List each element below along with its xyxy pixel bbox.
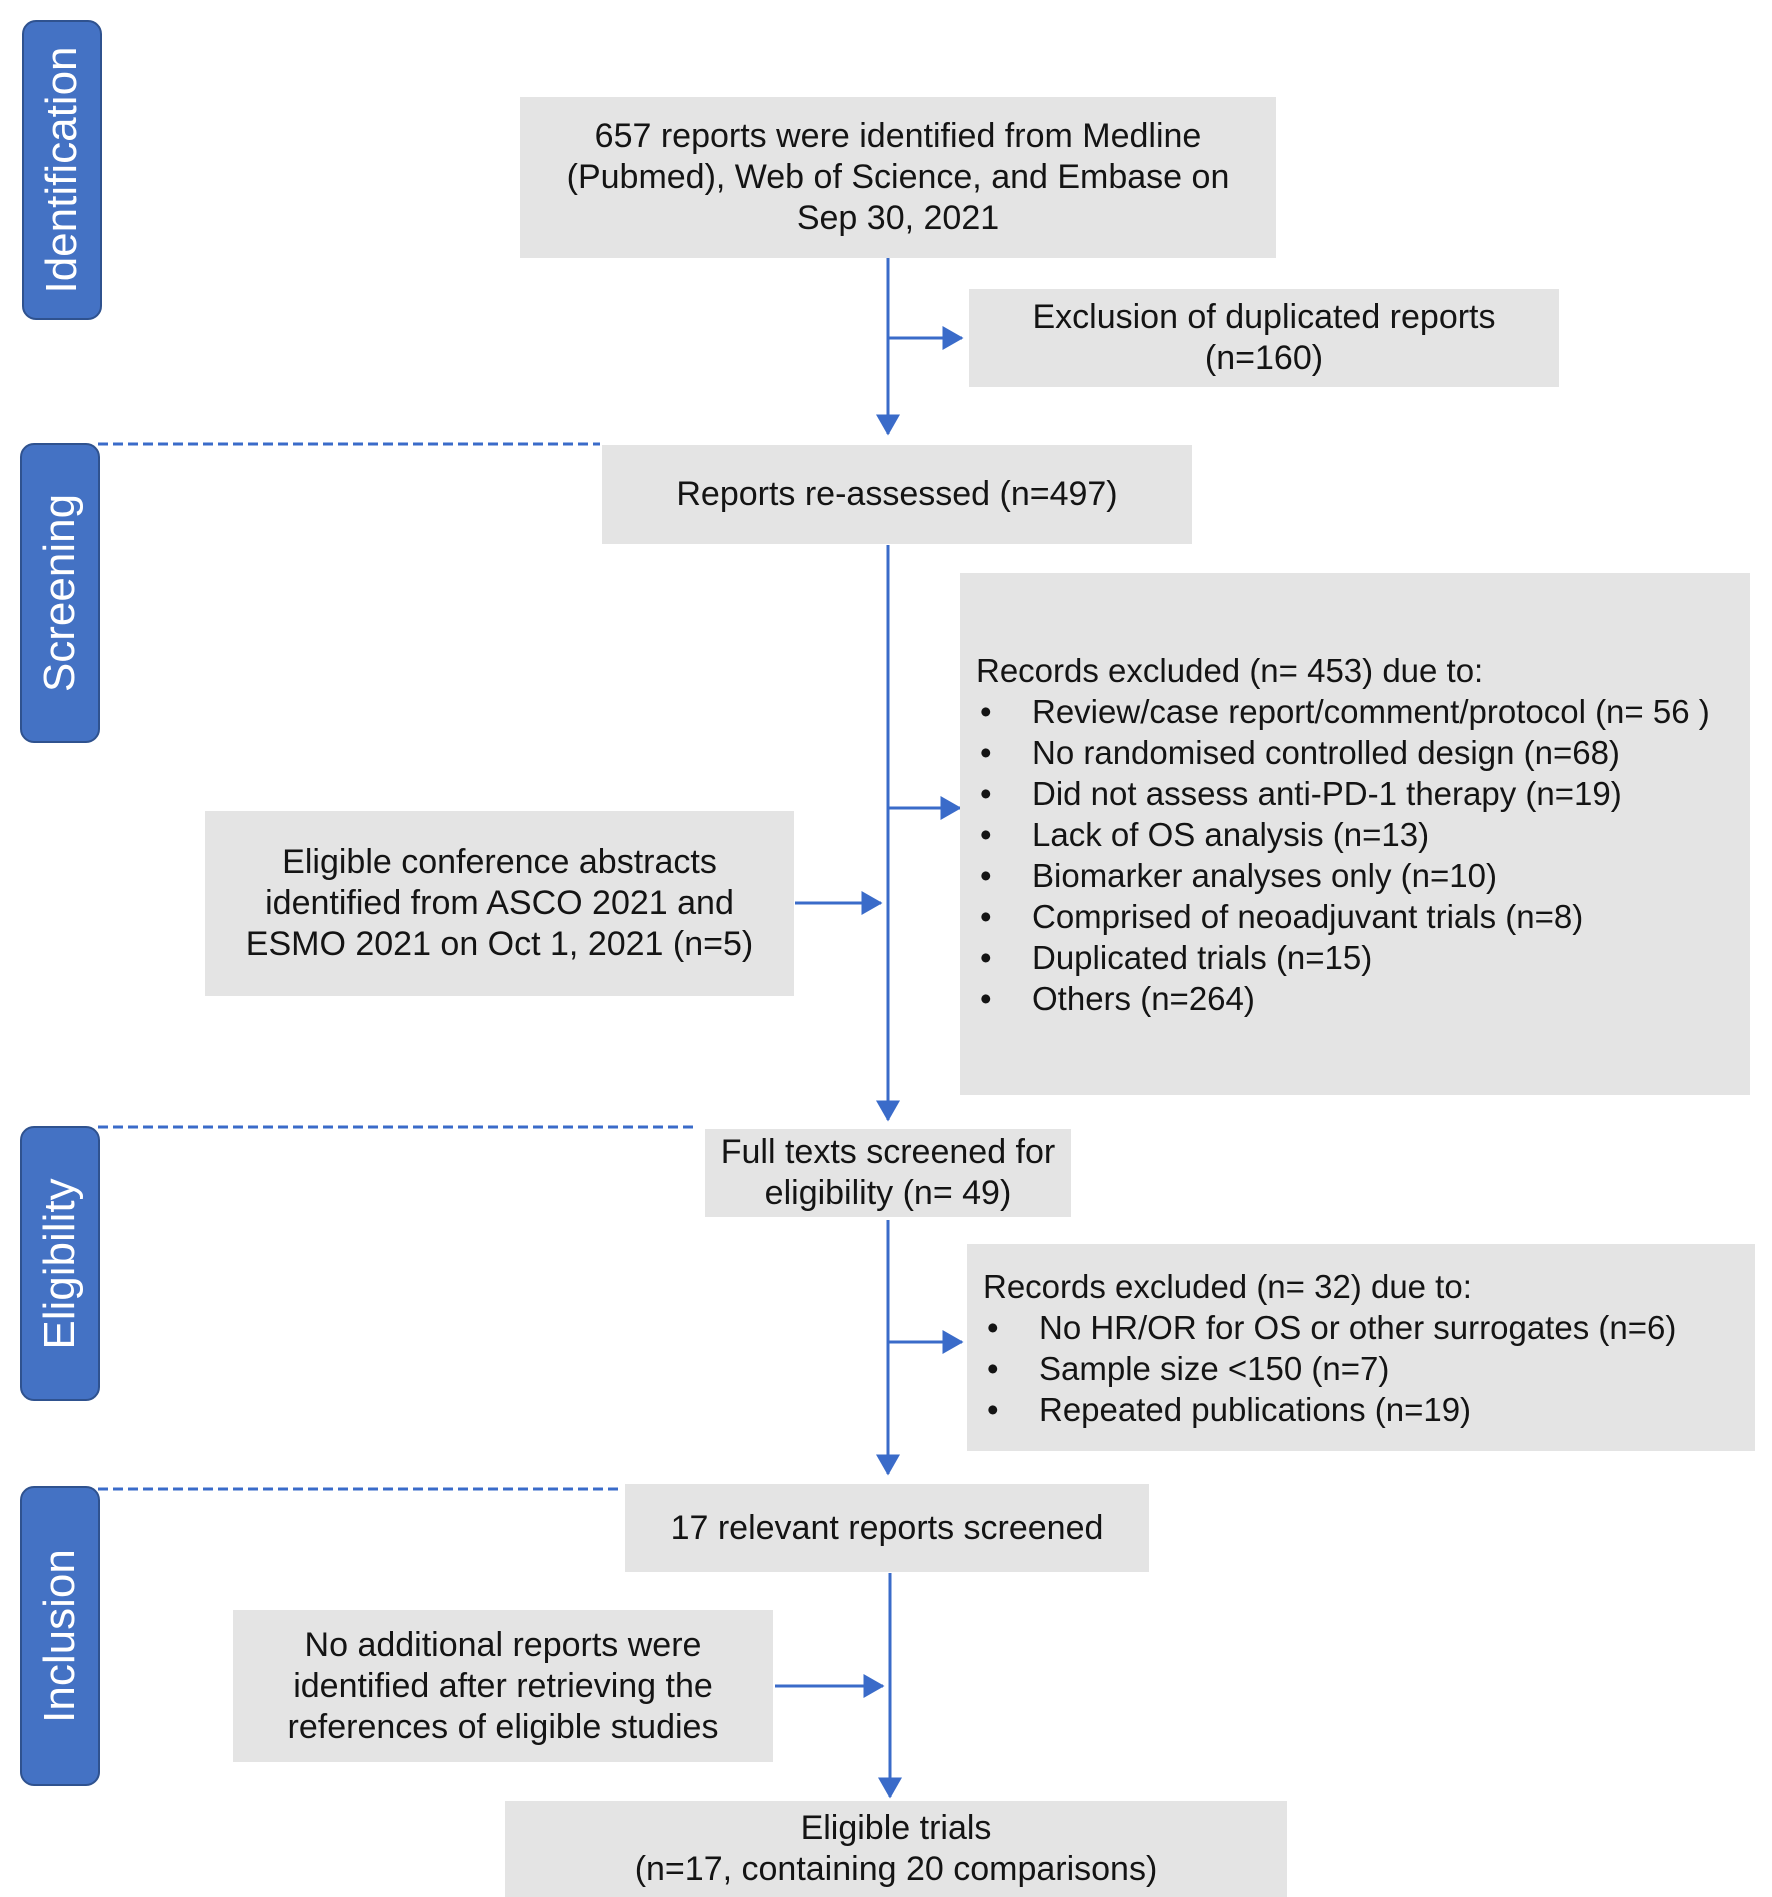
reassessed-line-1: Reports re-assessed (n=497) — [676, 475, 1118, 513]
bullet-icon: • — [980, 733, 992, 771]
list-item-text: Comprised of neoadjuvant trials (n=8) — [1032, 897, 1584, 935]
list-item: • No HR/OR for OS or other surrogates (n=… — [983, 1307, 1676, 1348]
phase-screening-label: Screening — [35, 493, 84, 693]
phase-screening: Screening — [20, 443, 100, 743]
relevant-line-1: 17 relevant reports screened — [670, 1508, 1104, 1547]
full-texts-line-1: Full texts screened for — [720, 1133, 1056, 1171]
identified-line-3: Sep 30, 2021 — [796, 199, 1000, 237]
list-item: • Others (n=264) — [976, 978, 1710, 1019]
phase-inclusion: Inclusion — [20, 1486, 100, 1786]
duplicates-line-2: (n=160) — [1204, 339, 1324, 377]
bullet-icon: • — [987, 1390, 999, 1428]
box-relevant-reports: 17 relevant reports screened — [625, 1484, 1149, 1572]
list-item-text: Did not assess anti-PD-1 therapy (n=19) — [1032, 774, 1622, 812]
bullet-icon: • — [980, 897, 992, 935]
box-full-texts: Full texts screened for eligibility (n= … — [705, 1129, 1071, 1217]
bullet-icon: • — [987, 1308, 999, 1346]
bullet-icon: • — [980, 938, 992, 976]
box-eligibility-exclusions: Records excluded (n= 32) due to: • No HR/… — [967, 1244, 1755, 1451]
list-item: • Biomarker analyses only (n=10) — [976, 855, 1710, 896]
no-additional-line-1: No additional reports were — [304, 1625, 702, 1664]
bullet-icon: • — [980, 856, 992, 894]
list-item-text: Others (n=264) — [1032, 979, 1255, 1017]
list-item-text: Sample size <150 (n=7) — [1039, 1349, 1390, 1387]
conference-line-3: ESMO 2021 on Oct 1, 2021 (n=5) — [245, 925, 754, 963]
box-eligible-trials: Eligible trials (n=17, containing 20 com… — [505, 1801, 1287, 1897]
bullet-icon: • — [980, 815, 992, 853]
list-item-text: Lack of OS analysis (n=13) — [1032, 815, 1430, 853]
bullet-icon: • — [980, 692, 992, 730]
phase-inclusion-label: Inclusion — [35, 1549, 84, 1723]
list-item: • Duplicated trials (n=15) — [976, 937, 1710, 978]
bullet-icon: • — [980, 774, 992, 812]
phase-eligibility: Eligibility — [20, 1126, 100, 1401]
bullet-icon: • — [987, 1349, 999, 1387]
no-additional-line-2: identified after retrieving the — [293, 1666, 713, 1705]
phase-identification: Identification — [22, 20, 102, 320]
duplicates-line-1: Exclusion of duplicated reports — [1032, 298, 1496, 336]
bullet-icon: • — [980, 979, 992, 1017]
list-item-text: No HR/OR for OS or other surrogates (n=6… — [1039, 1308, 1677, 1346]
conference-line-1: Eligible conference abstracts — [282, 843, 717, 881]
box-identified-reports: 657 reports were identified from Medline… — [520, 97, 1276, 258]
list-item-text: Biomarker analyses only (n=10) — [1032, 856, 1497, 894]
list-item-text: Repeated publications (n=19) — [1039, 1390, 1472, 1428]
box-duplicates-excluded: Exclusion of duplicated reports (n=160) — [969, 289, 1559, 387]
list-item: • Sample size <150 (n=7) — [983, 1348, 1676, 1389]
list-item: • No randomised controlled design (n=68) — [976, 732, 1710, 773]
eligible-trials-line-1: Eligible trials — [800, 1809, 992, 1847]
phase-identification-label: Identification — [37, 46, 86, 294]
list-item: • Repeated publications (n=19) — [983, 1389, 1676, 1430]
box-no-additional-reports: No additional reports were identified af… — [233, 1610, 773, 1762]
full-texts-line-2: eligibility (n= 49) — [764, 1174, 1012, 1212]
no-additional-line-3: references of eligible studies — [287, 1707, 719, 1746]
eligibility-exclusions-heading: Records excluded (n= 32) due to: — [983, 1267, 1472, 1305]
box-screening-exclusions: Records excluded (n= 453) due to: • Revie… — [960, 573, 1750, 1095]
phase-eligibility-label: Eligibility — [35, 1177, 84, 1350]
eligible-trials-line-2: (n=17, containing 20 comparisons) — [634, 1850, 1158, 1888]
list-item: • Comprised of neoadjuvant trials (n=8) — [976, 896, 1710, 937]
list-item: • Lack of OS analysis (n=13) — [976, 814, 1710, 855]
list-item: • Did not assess anti-PD-1 therapy (n=19) — [976, 773, 1710, 814]
identified-line-1: 657 reports were identified from Medline — [594, 117, 1202, 155]
screening-exclusions-heading: Records excluded (n= 453) due to: — [976, 651, 1484, 689]
list-item: • Review/case report/comment/protocol (n=… — [976, 691, 1710, 732]
list-item-text: No randomised controlled design (n=68) — [1032, 733, 1620, 771]
identified-line-2: (Pubmed), Web of Science, and Embase on — [566, 158, 1230, 196]
list-item-text: Review/case report/comment/protocol (n= … — [1032, 692, 1710, 730]
list-item-text: Duplicated trials (n=15) — [1032, 938, 1373, 976]
conference-line-2: identified from ASCO 2021 and — [265, 884, 734, 922]
box-conference-abstracts: Eligible conference abstracts identified… — [205, 811, 794, 996]
box-reports-reassessed: Reports re-assessed (n=497) — [602, 445, 1192, 544]
